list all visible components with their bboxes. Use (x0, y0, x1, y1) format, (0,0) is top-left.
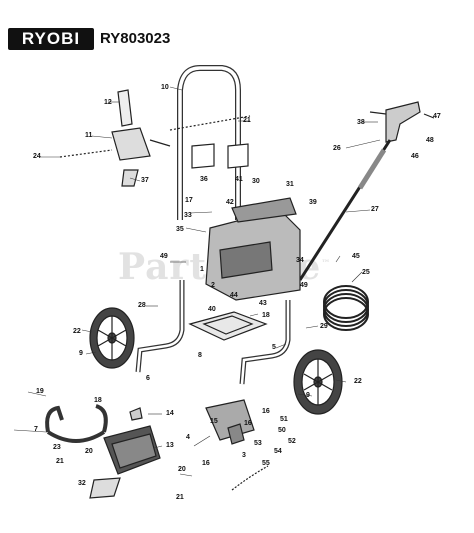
part-label: 39 (309, 199, 317, 206)
part-label: 49 (160, 253, 168, 260)
part-label: 22 (354, 378, 362, 385)
part-label: 26 (333, 145, 341, 152)
part-label: 31 (286, 181, 294, 188)
part-label: 25 (362, 269, 370, 276)
part-label: 53 (254, 440, 262, 447)
part-label: 5 (272, 344, 276, 351)
part-label: 3 (242, 452, 246, 459)
part-label: 46 (411, 153, 419, 160)
wheel-right (293, 349, 343, 415)
part-label: 16 (202, 460, 210, 467)
part-label: 16 (262, 408, 270, 415)
part-label: 6 (146, 375, 150, 382)
part-label: 11 (85, 132, 93, 139)
part-label: 48 (426, 137, 434, 144)
part-label: 22 (73, 328, 81, 335)
hose-hook (111, 127, 151, 161)
part-label: 27 (371, 206, 379, 213)
part-label: 19 (36, 388, 44, 395)
part-label: 50 (278, 427, 286, 434)
part-label: 21 (56, 458, 64, 465)
part-label: 32 (78, 480, 86, 487)
logo-text: RYOBI (21, 29, 81, 48)
part-label: 13 (166, 442, 174, 449)
part-label: 14 (166, 410, 174, 417)
part-label: 12 (104, 99, 112, 106)
part-label: 42 (226, 199, 234, 206)
part-label: 54 (274, 448, 282, 455)
part-label: 23 (53, 444, 61, 451)
part-label: 24 (33, 153, 41, 160)
part-label: 33 (184, 212, 192, 219)
part-label: 4 (186, 434, 190, 441)
part-label: 45 (352, 253, 360, 260)
base-plate (188, 311, 268, 341)
frame-leg-left (135, 280, 185, 373)
part-label: 2 (211, 282, 215, 289)
part-label: 51 (280, 416, 288, 423)
part-label: 44 (230, 292, 238, 299)
part-label: 9 (79, 350, 83, 357)
part-label: 18 (262, 312, 270, 319)
wheel-left (89, 307, 135, 369)
part-label: 8 (198, 352, 202, 359)
part-label: 41 (235, 176, 243, 183)
spray-gun (385, 101, 421, 143)
part-label: 9 (306, 392, 310, 399)
part-label: 49 (300, 282, 308, 289)
part-label: 35 (176, 226, 184, 233)
part-label: 7 (34, 426, 38, 433)
part-label: 38 (357, 119, 365, 126)
part-label: 21 (176, 494, 184, 501)
part-label: 52 (288, 438, 296, 445)
part-label: 15 (210, 418, 218, 425)
part-label: 28 (138, 302, 146, 309)
ryobi-logo: RYOBI (8, 28, 94, 50)
part-label: 34 (296, 257, 304, 264)
part-label: 18 (94, 397, 102, 404)
model-number: RY803023 (100, 30, 171, 47)
part-label: 16 (244, 420, 252, 427)
part-label: 37 (141, 177, 149, 184)
part-label: 10 (161, 84, 169, 91)
part-label: 1 (200, 266, 204, 273)
part-label: 21 (243, 117, 251, 124)
lower-handle (45, 404, 108, 433)
part-label: 29 (320, 323, 328, 330)
hose-coil (323, 285, 369, 331)
part-label: 43 (259, 300, 267, 307)
part-label: 30 (252, 178, 260, 185)
part-label: 47 (433, 113, 441, 120)
part-label: 55 (262, 460, 270, 467)
part-label: 17 (185, 197, 193, 204)
part-label: 40 (208, 306, 216, 313)
part-label: 36 (200, 176, 208, 183)
part-label: 20 (178, 466, 186, 473)
part-label: 20 (85, 448, 93, 455)
